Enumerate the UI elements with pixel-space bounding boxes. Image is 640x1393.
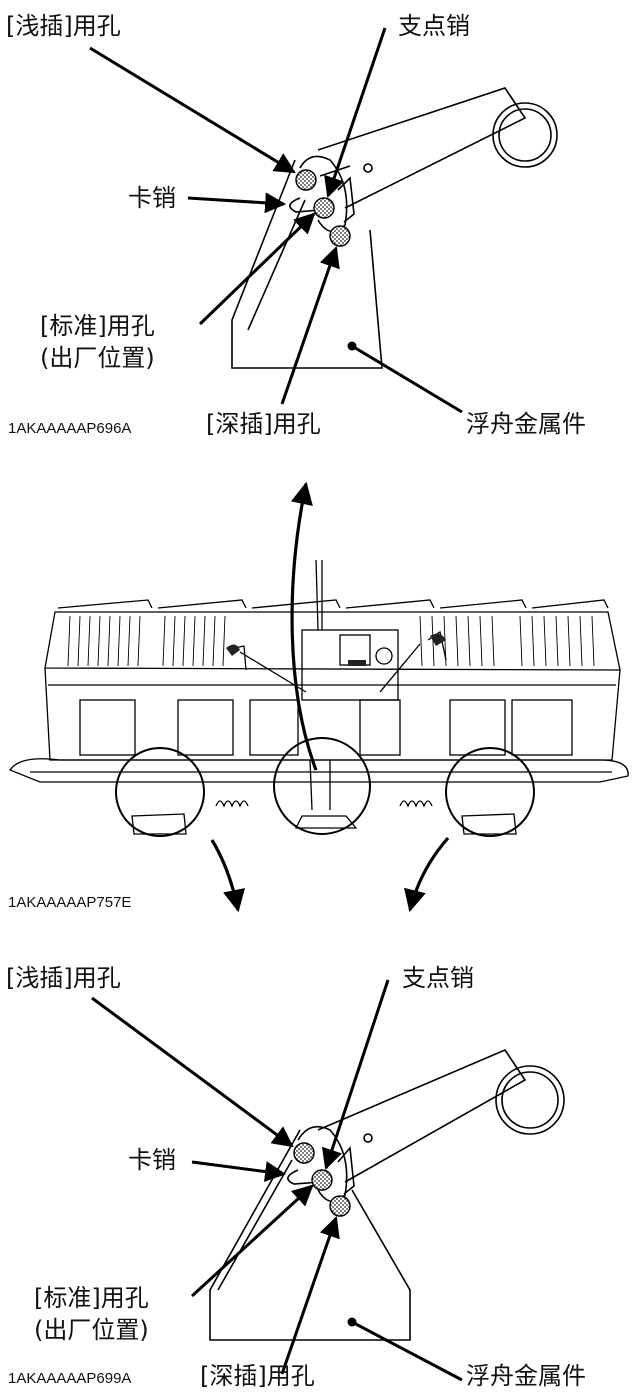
detail-panel-bottom: [浅插]用孔 支点销 卡销 [标准]用孔 (出厂位置) 1AKAAAAAP699… [0, 950, 640, 1393]
standard-hole-leader [198, 212, 316, 326]
shallow-hole [295, 169, 317, 191]
left-down-arrow [210, 839, 246, 913]
deep-hole-leader [280, 1216, 340, 1375]
clip-pin-label: 卡销 [128, 1146, 176, 1174]
float-bracket-label: 浮舟金属件 [466, 1362, 586, 1390]
deep-hole [329, 1195, 351, 1217]
shallow-hole-label: [浅插]用孔 [6, 964, 121, 992]
float-bracket-leader [351, 1320, 463, 1382]
pivot-pin-leader [321, 979, 390, 1170]
pivot-pin-label: 支点销 [402, 964, 474, 992]
deep-hole-label: [深插]用孔 [200, 1362, 315, 1390]
deep-hole-label: [深插]用孔 [206, 410, 321, 438]
clip-pin-label: 卡销 [128, 184, 176, 212]
standard-hole-label: [标准]用孔 [34, 1284, 149, 1312]
pivot-pin-label: 支点销 [398, 12, 470, 40]
clip-pin-leader [187, 192, 287, 214]
figure-code-top: 1AKAAAAAP696A [8, 420, 132, 437]
bracket-detail-drawing-bottom [91, 979, 565, 1382]
upward-arrow [290, 481, 318, 771]
pivot-pin-leader [324, 27, 387, 198]
shallow-hole-leader [89, 46, 296, 174]
float-bracket-leader [351, 344, 463, 414]
standard-hole-note: (出厂位置) [34, 1316, 149, 1344]
clip-pin-leader [191, 1160, 287, 1182]
standard-hole-note: (出厂位置) [40, 344, 155, 372]
planter-overview-drawing [9, 481, 629, 913]
right-down-arrow [404, 836, 450, 913]
shallow-hole-label: [浅插]用孔 [6, 12, 121, 40]
shallow-hole [293, 1142, 315, 1164]
figure-code-overview: 1AKAAAAAP757E [8, 894, 132, 911]
shallow-hole-leader [91, 996, 294, 1148]
standard-hole-leader [190, 1184, 314, 1298]
deep-hole [329, 225, 351, 247]
figure-code-bottom: 1AKAAAAAP699A [8, 1370, 132, 1387]
overview-panel: 1AKAAAAAP757E [0, 470, 640, 920]
standard-hole-label: [标准]用孔 [40, 312, 155, 340]
detail-panel-top: [浅插]用孔 支点销 卡销 [标准]用孔 (出厂位置) 1AKAAAAAP696… [0, 0, 640, 450]
bracket-detail-drawing-top [89, 27, 558, 414]
float-bracket-label: 浮舟金属件 [466, 410, 586, 438]
pivot-pin [311, 1169, 333, 1191]
deep-hole-leader [280, 246, 340, 405]
pivot-pin [313, 197, 335, 219]
